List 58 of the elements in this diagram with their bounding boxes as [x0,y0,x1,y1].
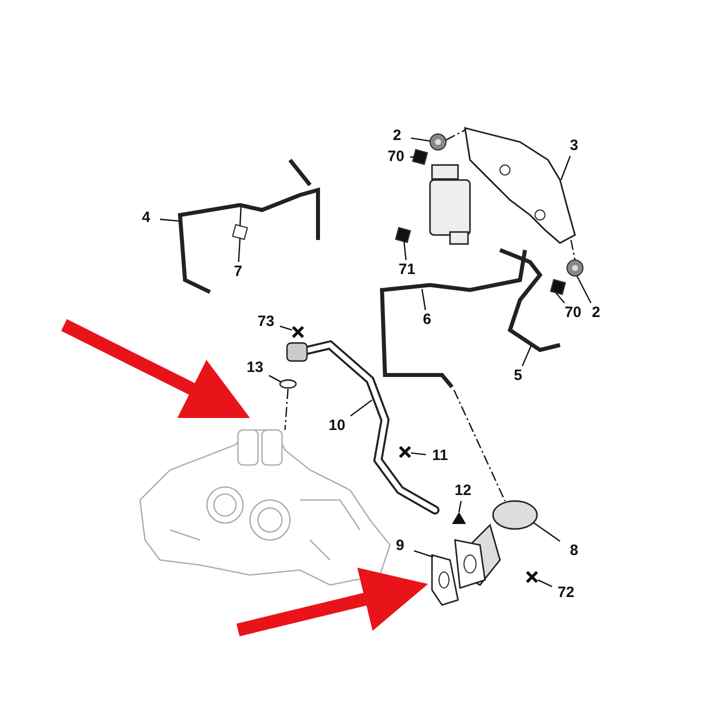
leader-line [410,156,414,158]
rubber-mount-drawing [430,134,446,150]
leader-line [421,288,426,310]
assembly-line [446,129,466,141]
callout-number: 6 [414,311,440,329]
callout-number: 73 [253,313,279,331]
leader-line [458,500,462,512]
assembly-line [453,390,506,502]
square-marker-icon [412,148,428,166]
pointer-arrow [61,319,250,418]
callout-number: 8 [561,542,587,560]
rubber-mount-drawing [566,260,584,276]
assembly-line [570,240,576,260]
callout-number: 5 [505,367,531,385]
leader-line [239,206,242,226]
leader-line [576,276,592,304]
callout-number: 70 [383,148,409,166]
pointer-arrow [236,568,428,636]
callout-number: 12 [450,482,476,500]
seal-ring-drawing [279,379,297,389]
callout-number: 2 [583,304,609,322]
leader-line [410,137,430,142]
callout-number: 7 [225,263,251,281]
square-marker-icon [394,226,412,244]
leader-line [534,522,560,542]
leader-line [238,238,241,262]
vacuum-pipe-drawing [499,248,560,352]
callout-number: 10 [324,417,350,435]
callout-number: 2 [384,127,410,145]
leader-line [160,218,180,222]
gasket-drawing [431,554,459,606]
vacuum-pipe-drawing [178,158,320,294]
leader-line [268,374,282,383]
leader-line [410,452,426,456]
cross-marker-icon [292,326,304,338]
mounting-bracket-drawing [464,126,576,244]
leader-line [522,346,532,366]
callout-number: 11 [427,447,453,465]
callout-number: 3 [561,137,587,155]
callout-number: 13 [242,359,268,377]
leader-line [280,326,292,331]
leader-line [403,240,407,260]
callout-number: 70 [560,304,586,322]
leader-line [560,156,571,180]
assembly-line [284,388,289,430]
leader-line [538,579,552,588]
callout-number: 71 [394,261,420,279]
intake-manifold-drawing [139,429,391,586]
leader-line [350,399,372,417]
triangle-marker-icon [452,512,466,524]
callout-number: 72 [553,584,579,602]
callout-number: 9 [387,537,413,555]
leader-line [414,550,434,558]
callout-number: 4 [133,209,159,227]
egr-valve-drawing [454,500,538,589]
leader-line [556,292,565,304]
vacuum-pipe-drawing [380,250,527,388]
square-marker-icon [550,278,566,296]
